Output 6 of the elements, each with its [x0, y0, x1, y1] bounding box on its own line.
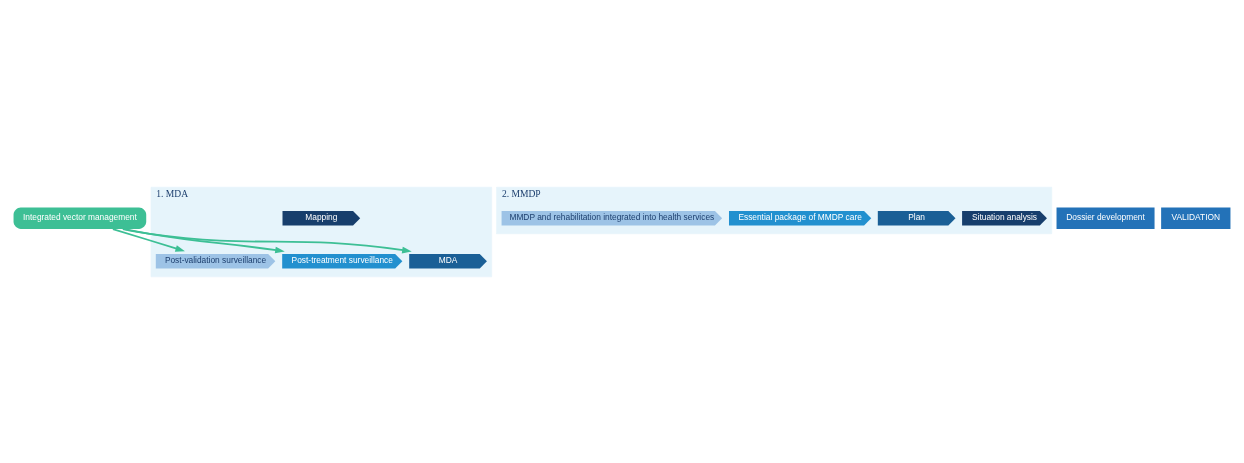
node-box: Dossier development	[1056, 207, 1155, 229]
arrow	[112, 227, 185, 252]
arrow	[121, 227, 412, 253]
arrow	[124, 227, 285, 253]
node-box: Integrated vector management	[13, 207, 147, 229]
node-box: VALIDATION	[1161, 207, 1231, 229]
